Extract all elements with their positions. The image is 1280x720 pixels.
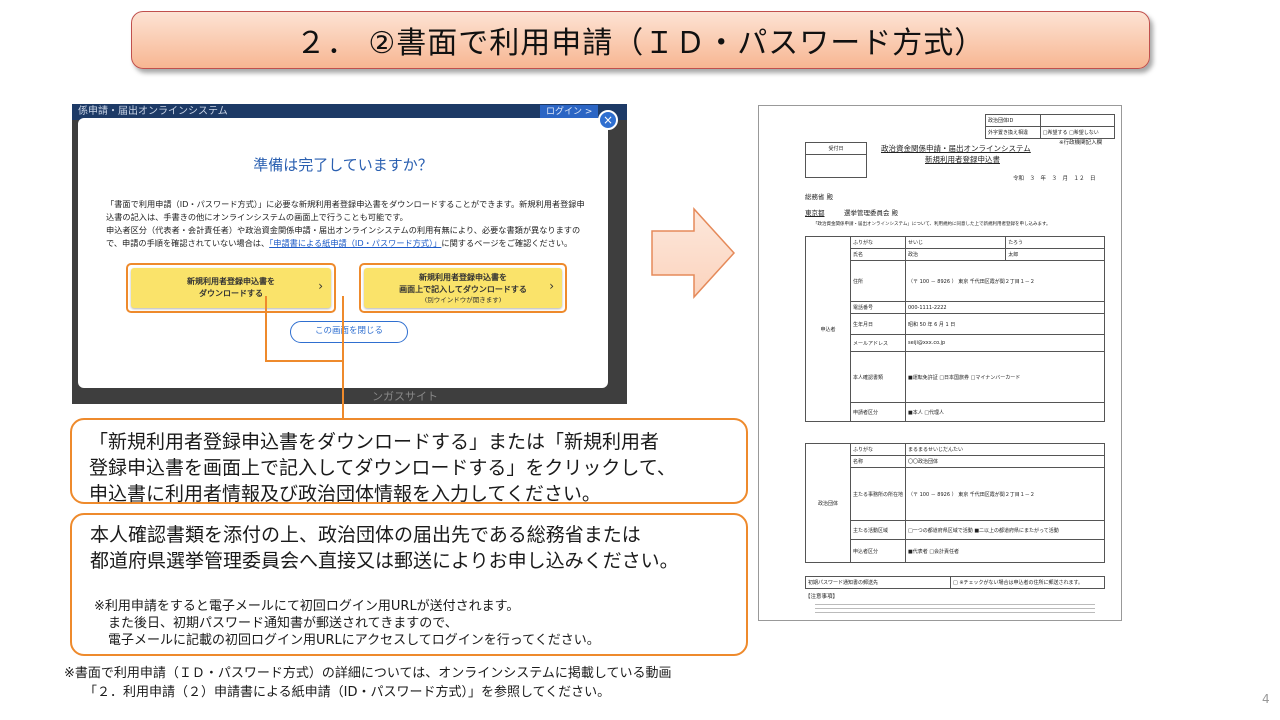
row-label: 氏名 <box>850 248 906 261</box>
addressee-1: 総務省 殿 <box>805 193 834 201</box>
group-table: 政治団体 ふりがなまるまるせいじだんたい 名称〇〇政治団体 主たる事務所の所在地… <box>805 443 1105 563</box>
form-title-1: 政治資金関係申請・届出オンラインシステム <box>881 144 1031 153</box>
admin-table: 政治団体ID 外字置き換え相違□希望する □希望しない <box>985 114 1116 139</box>
callout1-line3: 申込書に利用者情報及び政治団体情報を入力してください。 <box>89 483 601 505</box>
form-intro: 「政治資金関係申請・届出オンラインシステム」について、利用規約に同意した上で新規… <box>813 222 1051 227</box>
row-label: 生年月日 <box>850 313 906 335</box>
row-value: ■代表者 □会計責任者 <box>905 539 1105 563</box>
chevron-right-icon: › <box>549 279 554 293</box>
modal-paragraph-2-text: 申込者区分（代表者・会計責任者）や政治資金関係申請・届出オンラインシステムの利用… <box>106 225 581 248</box>
row-value: seiji@xxx.co.jp <box>905 334 1105 352</box>
download-button-line1: 新規利用者登録申込書を <box>187 277 275 286</box>
fill-button-line1: 新規利用者登録申込書を <box>419 272 507 282</box>
row-value: せいじ <box>904 236 1007 249</box>
modal-description: 「書面で利用申請（ID・パスワード方式）」に必要な新規利用者登録申込書をダウンロ… <box>106 198 586 250</box>
footnote-line2: 「２．利用申請（２）申請書による紙申請（ID・パスワード方式）」を参照してくださ… <box>84 685 611 700</box>
login-button[interactable]: ログイン > <box>540 105 598 119</box>
row-value: 昭和 50 年 6 月 1 日 <box>905 313 1105 335</box>
callout1-line2: 登録申込書を画面上で記入してダウンロードする」をクリックして、 <box>89 457 676 479</box>
highlight-connector <box>265 296 344 362</box>
row-value: 太郎 <box>1005 248 1105 261</box>
applicant-label: 申込者 <box>805 236 851 422</box>
paper-application-link[interactable]: 「申請書による紙申請（ID・パスワード方式）」 <box>269 238 442 248</box>
modal-paragraph-2-tail: に関するページをご確認ください。 <box>441 238 573 248</box>
group-label: 政治団体 <box>805 443 851 563</box>
row-label: 申請者区分 <box>850 402 906 422</box>
background-text: ンガスサイト <box>372 390 438 403</box>
fill-button-line2: 画面上で記入してダウンロードする <box>399 284 527 294</box>
addressee-2: 東京都 選挙管理委員会 殿 <box>805 207 898 217</box>
callout2-note3: 電子メールに記載の初回ログイン用URLにアクセスしてログインを行ってください。 <box>108 633 600 648</box>
mail-label: 初期パスワード通知書の郵送先 <box>805 576 951 589</box>
notes-text-lines <box>815 602 1095 616</box>
row-label: 電話番号 <box>850 301 906 314</box>
admin-note: ※行政機関記入欄 <box>1059 140 1103 146</box>
fill-online-form-button[interactable]: 新規利用者登録申込書を 画面上で記入してダウンロードする (別ウインドウが開きま… <box>364 268 562 308</box>
registration-form-document: 政治団体ID 外字置き換え相違□希望する □希望しない ※行政機関記入欄 受付日… <box>758 105 1122 621</box>
instruction-callout-1: 「新規利用者登録申込書をダウンロードする」または「新規利用者 登録申込書を画面上… <box>70 418 748 505</box>
row-value: ■本人 □代理人 <box>905 402 1105 422</box>
receipt-label: 受付日 <box>805 142 867 155</box>
download-form-button[interactable]: 新規利用者登録申込書を ダウンロードする › <box>131 268 331 308</box>
row-label: ふりがな <box>850 236 906 249</box>
callout2-note1: ※利用申請をすると電子メールにて初回ログイン用URLが送付されます。 <box>94 599 520 614</box>
callout2-line1: 本人確認書類を添付の上、政治団体の届出先である総務省または <box>90 524 641 546</box>
callout2-note2: また後日、初期パスワード通知書が郵送されてきますので、 <box>108 616 458 631</box>
row-value: 政治 <box>904 248 1007 261</box>
row-value: 〇〇政治団体 <box>905 455 1105 468</box>
row-label: 住所 <box>850 260 906 302</box>
slide-title: ２． ②書面で利用申請（ＩＤ・パスワード方式） <box>131 11 1150 69</box>
modal-paragraph-1: 「書面で利用申請（ID・パスワード方式）」に必要な新規利用者登録申込書をダウンロ… <box>106 199 585 222</box>
close-screen-button[interactable]: この画面を閉じる <box>290 321 408 343</box>
close-icon[interactable]: × <box>598 110 618 130</box>
chevron-right-icon: › <box>318 279 323 293</box>
fill-button-highlight <box>359 263 567 313</box>
row-label: 申込者区分 <box>850 539 906 563</box>
choice-label: 外字置き換え相違 <box>985 126 1041 139</box>
addressee-prefecture: 東京都 <box>805 209 825 217</box>
row-value: （〒 100 － 8926 ） 東京 千代田区霞が関２丁目１－２ <box>905 260 1105 302</box>
form-date: 令和 ３ 年 ３ 月 １２ 日 <box>1013 176 1096 182</box>
row-label: 本人確認書類 <box>850 351 906 403</box>
footnote: ※書面で利用申請（ＩＤ・パスワード方式）の詳細については、オンラインシステムに掲… <box>64 664 864 702</box>
applicant-table: 申込者 ふりがなせいじたろう 氏名政治太郎 住所（〒 100 － 8926 ） … <box>805 236 1105 422</box>
modal-paragraph-2: 申込者区分（代表者・会計責任者）や政治資金関係申請・届出オンラインシステムの利用… <box>106 224 586 250</box>
choice-no: □希望しない <box>1069 130 1099 136</box>
choice-yes: □希望する <box>1042 130 1068 136</box>
row-label: 名称 <box>850 455 906 468</box>
callout2-note: ※利用申請をすると電子メールにて初回ログイン用URLが送付されます。 また後日、… <box>94 598 734 649</box>
download-button-highlight <box>126 263 336 313</box>
mail-table: 初期パスワード通知書の郵送先□ ※チェックがない場合は申込者の住所に郵送されます… <box>805 576 1105 589</box>
notes-title: 【注意事項】 <box>805 594 839 600</box>
mail-value: □ ※チェックがない場合は申込者の住所に郵送されます。 <box>950 576 1105 589</box>
instruction-callout-2: 本人確認書類を添付の上、政治団体の届出先である総務省または 都道府県選挙管理委員… <box>70 513 748 656</box>
modal-title: 準備は完了していますか？ <box>253 156 433 174</box>
row-value: たろう <box>1005 236 1105 249</box>
form-title-2: 新規利用者登録申込書 <box>925 155 1000 164</box>
callout2-line2: 都道府県選挙管理委員会へ直接又は郵送によりお申し込みください。 <box>90 550 679 572</box>
footnote-line1: ※書面で利用申請（ＩＤ・パスワード方式）の詳細については、オンラインシステムに掲… <box>64 666 672 681</box>
preparation-modal: 準備は完了していますか？ 「書面で利用申請（ID・パスワード方式）」に必要な新規… <box>78 118 608 388</box>
row-value: 000-1111-2222 <box>905 301 1105 314</box>
row-value: ■運転免許証 □日本国旅券 □マイナンバーカード <box>905 351 1105 403</box>
row-label: ふりがな <box>850 443 906 456</box>
callout1-line1: 「新規利用者登録申込書をダウンロードする」または「新規利用者 <box>89 431 660 453</box>
id-label: 政治団体ID <box>985 114 1041 127</box>
system-header: 係申請・届出オンラインシステム <box>72 104 627 120</box>
connector-line <box>342 362 344 419</box>
row-label: 主たる活動区域 <box>850 520 906 540</box>
page-number: 4 <box>1262 692 1270 706</box>
receipt-box: 受付日 <box>805 142 867 178</box>
row-value: □一つの都道府県区域で活動 ■二以上の都道府県にまたがって活動 <box>905 520 1105 540</box>
addressee-rest: 選挙管理委員会 殿 <box>844 209 899 217</box>
system-screenshot: 係申請・届出オンラインシステム ログイン > ンガスサイト 準備は完了しています… <box>72 104 627 404</box>
row-value: まるまるせいじだんたい <box>905 443 1105 456</box>
row-label: メールアドレス <box>850 334 906 352</box>
download-button-line2: ダウンロードする <box>199 289 263 298</box>
callout2-main: 本人確認書類を添付の上、政治団体の届出先である総務省または 都道府県選挙管理委員… <box>90 522 740 574</box>
arrow-right-icon <box>651 207 736 299</box>
row-value: （〒 100 － 8926 ） 東京 千代田区霞が関２丁目１－２ <box>905 467 1105 521</box>
row-label: 主たる事務所の所在地 <box>850 467 906 521</box>
fill-button-note: (別ウインドウが開きます) <box>424 295 502 304</box>
